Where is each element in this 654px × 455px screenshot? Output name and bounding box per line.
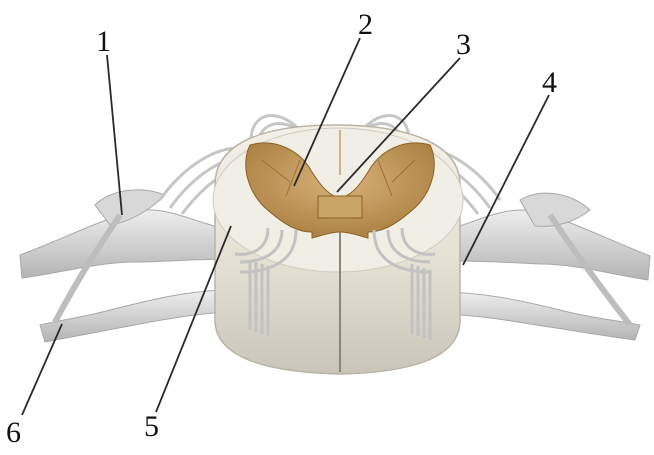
label-4: 4	[542, 68, 557, 98]
label-2: 2	[358, 10, 373, 40]
label-6: 6	[6, 418, 21, 448]
label-5: 5	[144, 412, 159, 442]
right-spinal-nerve	[430, 193, 650, 340]
label-1: 1	[96, 27, 111, 57]
leader-line-1	[107, 55, 122, 215]
label-3: 3	[456, 30, 471, 60]
leader-line-6	[22, 324, 62, 415]
left-spinal-nerve	[20, 190, 240, 342]
